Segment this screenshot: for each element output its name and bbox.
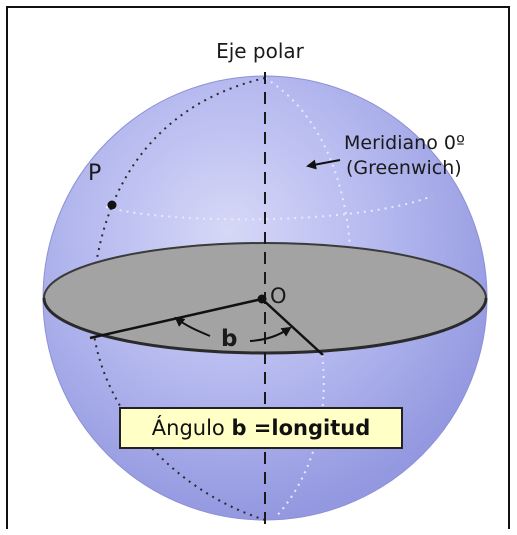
caption-symbol: b: [231, 416, 247, 440]
angle-arrow-right: [249, 326, 292, 342]
meridian-front-dotted: [90, 77, 266, 521]
origin-marker: [257, 294, 267, 304]
point-p-label: P: [88, 161, 101, 186]
meridian-label-line1: Meridiano 0º: [344, 132, 465, 154]
point-p-marker: [107, 200, 117, 210]
radius-to-greenwich: [261, 298, 324, 356]
angle-arrow-left: [174, 316, 211, 337]
greenwich-pointer-arrow: [306, 159, 341, 170]
meridian-label-line2: (Greenwich): [346, 157, 462, 179]
caption-rest: =longitud: [246, 416, 371, 440]
origin-label: O: [270, 284, 287, 308]
polar-axis-label: Eje polar: [216, 39, 305, 63]
longitude-caption: Ángulo b =longitud: [119, 407, 403, 449]
caption-prefix: Ángulo: [151, 416, 232, 440]
angle-label: b: [221, 326, 237, 352]
